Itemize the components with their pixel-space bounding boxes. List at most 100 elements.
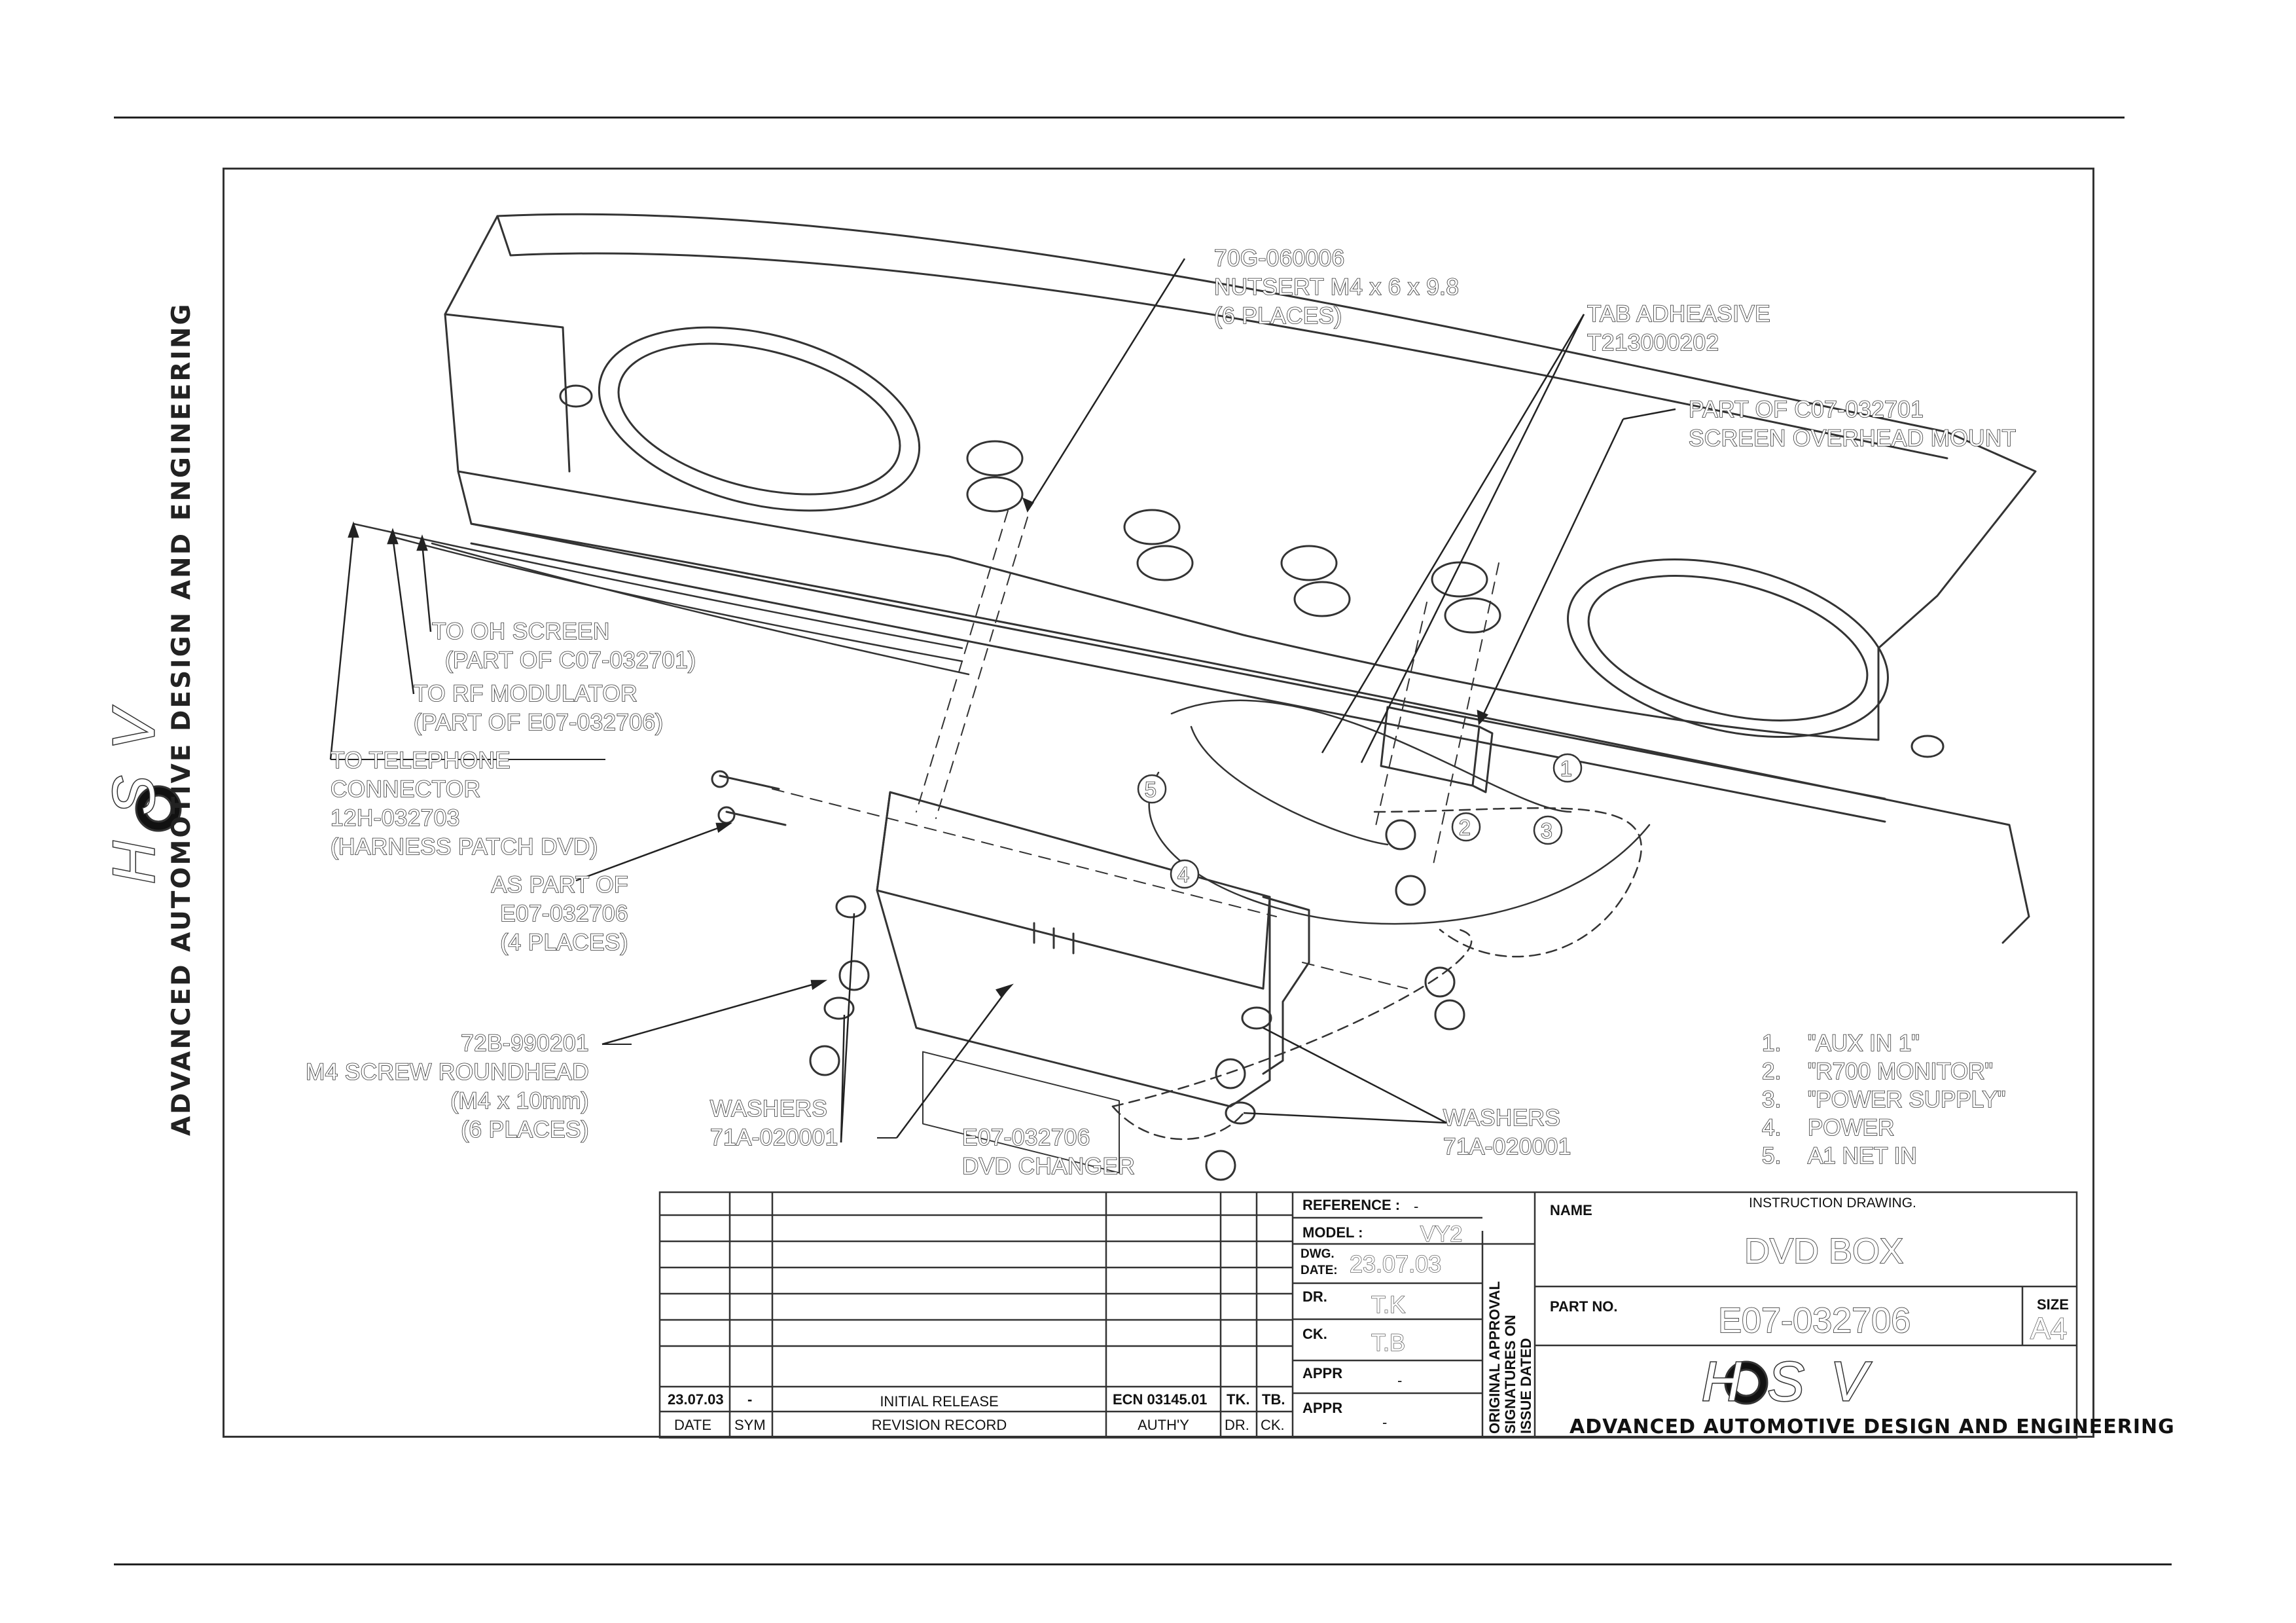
dr-value: T.K [1371,1290,1406,1318]
name-label: NAME [1550,1202,1592,1218]
header-date: DATE [674,1417,712,1433]
connector-number-3: 3 [1540,818,1553,843]
callout-line: T213000202 [1587,329,1719,356]
connector-legend: 1. "AUX IN 1" 2. "R700 MONITOR" 3."POWER S… [1761,1029,2006,1170]
legend-item: 4. POWER [1761,1114,2005,1142]
connector-circle-5 [1137,774,1167,804]
revision-ck: TB. [1262,1391,1285,1408]
legend-num: 1. [1761,1030,1782,1057]
callout-dvd-changer: E07-032706 DVD CHANGER [961,1123,1136,1181]
legend-item: 2. "R700 MONITOR" [1761,1057,2005,1085]
callout-line: PART OF C07-032701 [1688,396,1924,423]
legend-item: 1. "AUX IN 1" [1761,1029,2005,1057]
dwg-date-value: 23.07.03 [1349,1250,1442,1277]
model-label: MODEL : [1302,1224,1363,1241]
callout-line: 71A-020001 [1443,1133,1571,1160]
legend-label: "R700 MONITOR" [1807,1058,1993,1085]
callout-washers-left: WASHERS 71A-020001 [709,1095,838,1152]
reference-label: REFERENCE : [1302,1197,1401,1213]
approval-note-line: ISSUE DATED [1518,1338,1534,1434]
callout-nutsert: 70G-060006 NUTSERT M4 x 6 x 9.8 (6 PLACE… [1213,244,1460,331]
callout-tab-adhesive: TAB ADHEASIVE T213000202 [1587,300,1770,357]
part-no-label: PART NO. [1550,1298,1618,1315]
callout-line: (PART OF E07-032706) [413,709,664,736]
legend-num: 5. [1761,1142,1782,1169]
legend-label: "POWER SUPPLY" [1807,1086,2006,1113]
side-logo-letters: HSV [101,683,168,884]
legend-num: 4. [1761,1114,1782,1141]
callout-line: SCREEN OVERHEAD MOUNT [1688,425,2017,452]
connector-number-4: 4 [1177,862,1190,887]
ck-value: T.B [1371,1328,1406,1356]
header-sym: SYM [734,1417,766,1433]
callout-line: 70G-060006 [1213,245,1345,272]
connector-circle-3 [1533,815,1563,845]
callout-line: E07-032706 [499,900,628,927]
approval-note-line: ORIGINAL APPROVAL [1486,1281,1503,1434]
callout-line: (PART OF C07-032701) [444,647,696,674]
callout-line: (6 PLACES) [1213,302,1342,329]
drawing-title: DVD BOX [1744,1231,1904,1271]
callout-line: TO TELEPHONE [330,747,511,774]
revision-dr: TK. [1227,1391,1250,1408]
dwg-date-label-2: DATE: [1300,1264,1338,1277]
reference-value: - [1414,1198,1419,1214]
legend-item: 3."POWER SUPPLY" [1761,1085,2006,1114]
title-block-logo-letters: HSV [1701,1351,1893,1412]
connector-circle-2 [1451,812,1481,842]
callout-line: TO OH SCREEN [431,618,610,645]
callout-line: CONNECTOR [330,776,481,803]
callout-line: NUTSERT M4 x 6 x 9.8 [1213,274,1460,301]
header-dr: DR. [1225,1417,1249,1433]
callout-line: 71A-020001 [709,1124,838,1151]
ck-label: CK. [1302,1326,1327,1342]
dr-label: DR. [1302,1288,1327,1305]
connector-circle-4 [1170,859,1200,889]
side-brand-text: ADVANCED AUTOMOTIVE DESIGN AND ENGINEERI… [167,302,196,1136]
callout-line: (6 PLACES) [461,1116,590,1143]
side-logo-emblem [135,785,182,832]
callout-oh-screen: TO OH SCREEN (PART OF C07-032701) [431,617,696,675]
approval-note-line: SIGNATURES ON [1502,1315,1518,1434]
header-record: REVISION RECORD [871,1417,1007,1433]
legend-label: A1 NET IN [1807,1142,1917,1169]
size-label: SIZE [2037,1296,2069,1313]
callout-line: 12H-032703 [330,805,460,831]
callout-telephone: TO TELEPHONE CONNECTOR 12H-032703 (HARNE… [330,746,598,862]
callout-line: (M4 x 10mm) [450,1087,590,1114]
appr-value-1: - [1397,1372,1403,1389]
callout-line: TO RF MODULATOR [413,680,637,707]
bottom-rule [114,1563,2172,1565]
callout-washers-right: WASHERS 71A-020001 [1443,1104,1571,1161]
legend-label: "AUX IN 1" [1807,1030,1920,1057]
drawing-frame [223,168,2094,1438]
dwg-date-label-1: DWG. [1300,1247,1335,1261]
callout-line: 72B-990201 [460,1030,589,1057]
callout-as-part-of: AS PART OF E07-032706 (4 PLACES) [406,871,628,957]
connector-number-5: 5 [1144,777,1157,802]
callout-line: DVD CHANGER [961,1153,1136,1180]
header-ck: CK. [1261,1417,1285,1433]
title-block-logo [1724,1360,1768,1405]
appr-label-2: APPR [1302,1400,1343,1416]
legend-item: 5. A1 NET IN [1761,1142,2005,1170]
callout-screw: 72B-990201 M4 SCREW ROUNDHEAD (M4 x 10mm… [275,1029,589,1144]
top-rule [114,117,2125,119]
legend-label: POWER [1807,1114,1895,1141]
model-value: VY2 [1420,1221,1463,1247]
title-block-brand: ADVANCED AUTOMOTIVE DESIGN AND ENGINEERI… [1570,1415,2175,1438]
callout-screen-mount: PART OF C07-032701 SCREEN OVERHEAD MOUNT [1688,395,2017,453]
callout-line: TAB ADHEASIVE [1587,301,1771,327]
callout-line: WASHERS [1443,1104,1561,1131]
callout-line: E07-032706 [961,1124,1090,1151]
legend-num: 2. [1761,1058,1782,1085]
callout-line: M4 SCREW ROUNDHEAD [305,1059,589,1085]
size-value: A4 [2030,1311,2068,1345]
instruction-label: INSTRUCTION DRAWING. [1749,1195,1916,1211]
revision-date: 23.07.03 [668,1391,724,1408]
approval-note: ORIGINAL APPROVAL SIGNATURES ON ISSUE DA… [1486,1281,1534,1434]
revision-sym: - [747,1391,753,1408]
callout-line: AS PART OF [491,871,628,898]
revision-record: INITIAL RELEASE [880,1393,999,1410]
